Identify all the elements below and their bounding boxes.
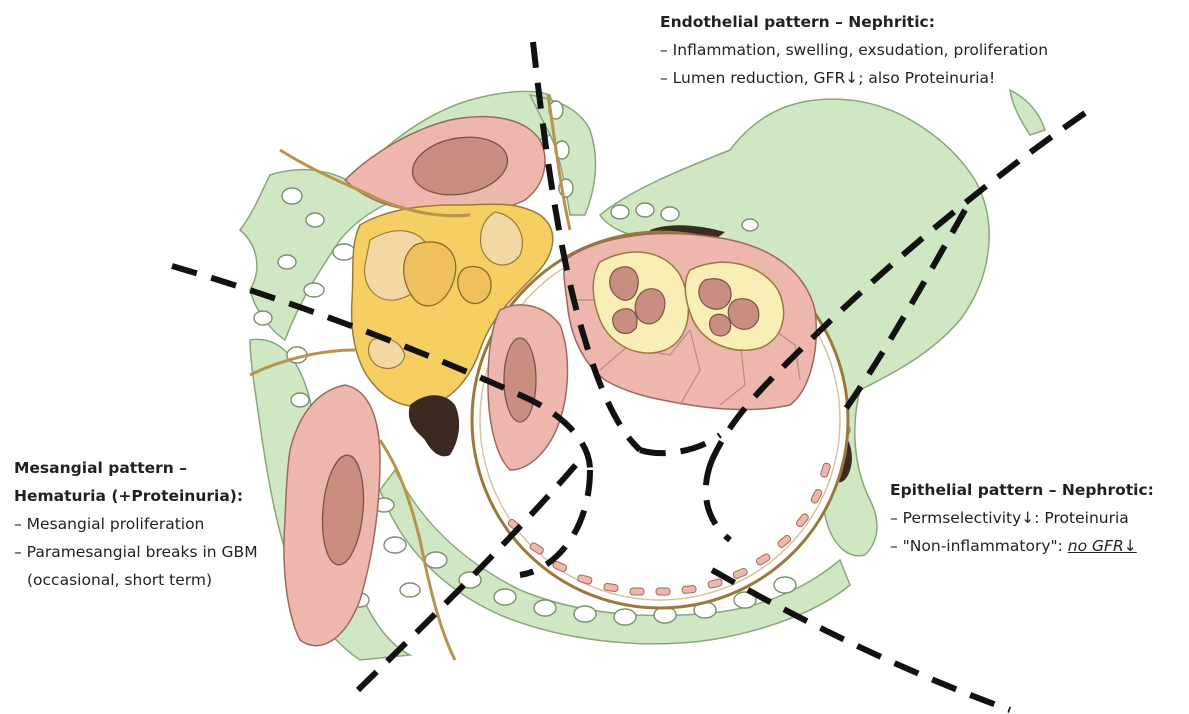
epithelial-item-2-emphasis: no GFR↓ xyxy=(1068,537,1137,555)
endothelial-title: Endothelial pattern – Nephritic: xyxy=(660,8,1048,36)
mesangial-nucleus-b xyxy=(458,267,491,304)
podocyte-top-right-strip xyxy=(1010,90,1045,135)
mesangial-title-2: Hematuria (+Proteinuria): xyxy=(14,482,258,510)
mesangial-item-2: – Paramesangial breaks in GBM xyxy=(14,538,258,566)
mesangial-item-1: – Mesangial proliferation xyxy=(14,510,258,538)
epithelial-title: Epithelial pattern – Nephrotic: xyxy=(890,476,1154,504)
epithelial-item-2-prefix: – "Non-inflammatory": xyxy=(890,537,1068,555)
epithelial-item-2: – "Non-inflammatory": no GFR↓ xyxy=(890,532,1154,560)
capillary-nucleus-left xyxy=(504,338,536,422)
endothelial-item-1: – Inflammation, swelling, exsudation, pr… xyxy=(660,36,1048,64)
endothelial-label: Endothelial pattern – Nephritic: – Infla… xyxy=(660,8,1048,92)
endothelial-item-2: – Lumen reduction, GFR↓; also Proteinuri… xyxy=(660,64,1048,92)
dash-line-lower-right xyxy=(712,570,1010,710)
epithelial-label: Epithelial pattern – Nephrotic: – Permse… xyxy=(890,476,1154,560)
capillary-loop xyxy=(472,232,848,608)
deposit-mesangial xyxy=(409,395,459,456)
mesangial-label: Mesangial pattern – Hematuria (+Proteinu… xyxy=(14,454,258,594)
epithelial-item-1: – Permselectivity↓: Proteinuria xyxy=(890,504,1154,532)
mesangial-title-1: Mesangial pattern – xyxy=(14,454,258,482)
mesangial-item-3: (occasional, short term) xyxy=(14,566,258,594)
